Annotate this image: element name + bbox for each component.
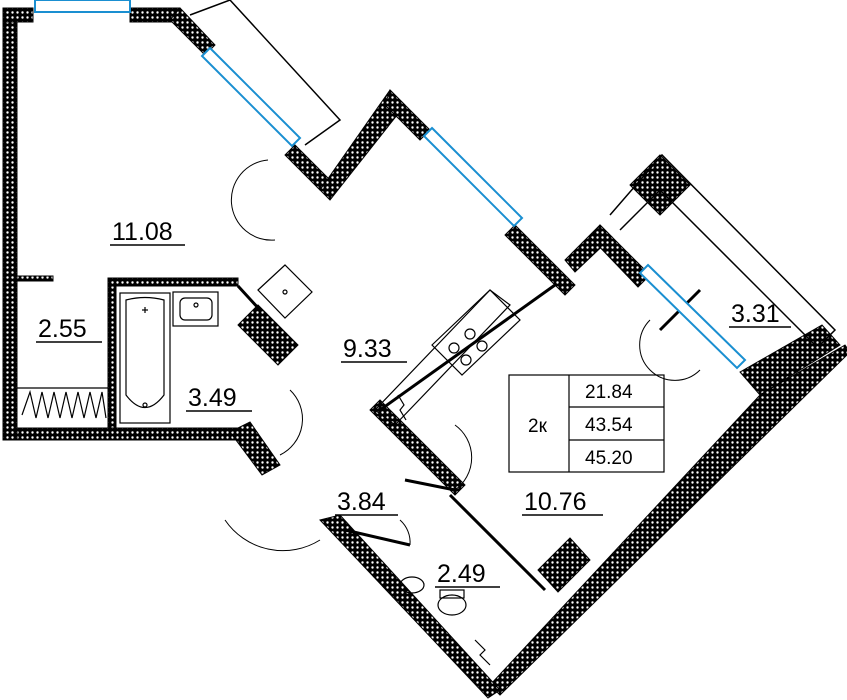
walls [2, 7, 847, 699]
total-area-with-loggia-value: 45.20 [585, 448, 633, 469]
toilet-sink-icon [399, 576, 425, 594]
living-area-value: 21.84 [585, 382, 633, 403]
bathtub-icon [119, 292, 171, 424]
room-area-loggia: 3.31 [731, 300, 780, 328]
balcony-outline [189, 0, 837, 346]
room-labels: 11.08 2.55 3.49 9.33 3.84 2.49 10.76 3.3… [36, 218, 791, 588]
fixtures [17, 264, 521, 666]
door-swings [224, 159, 701, 552]
total-area-value: 43.54 [585, 415, 633, 436]
room-area-bathroom: 3.49 [188, 384, 237, 412]
sink-icon [172, 291, 219, 327]
window-living [638, 263, 747, 370]
room-area-hall: 3.84 [337, 488, 386, 516]
electric-icon-2 [474, 639, 491, 666]
electric-icon [397, 394, 407, 421]
area-summary-table [508, 374, 665, 473]
partitions [236, 283, 702, 592]
wardrobe-rail [21, 389, 107, 419]
room-area-toilet: 2.49 [437, 560, 486, 588]
kitchen-sink-icon [257, 264, 313, 319]
toilet-icon [437, 594, 467, 616]
room-area-bedroom: 11.08 [112, 218, 173, 246]
room-area-living-room: 10.76 [524, 488, 587, 516]
room-area-kitchen: 9.33 [343, 335, 392, 363]
window-kitchen [422, 126, 524, 228]
room-area-wardrobe: 2.55 [38, 315, 87, 343]
window-top [34, 0, 131, 13]
window-bedroom [200, 46, 302, 148]
kitchen-counter [374, 289, 511, 426]
apartment-type: 2к [528, 416, 548, 437]
windows [34, 0, 747, 370]
